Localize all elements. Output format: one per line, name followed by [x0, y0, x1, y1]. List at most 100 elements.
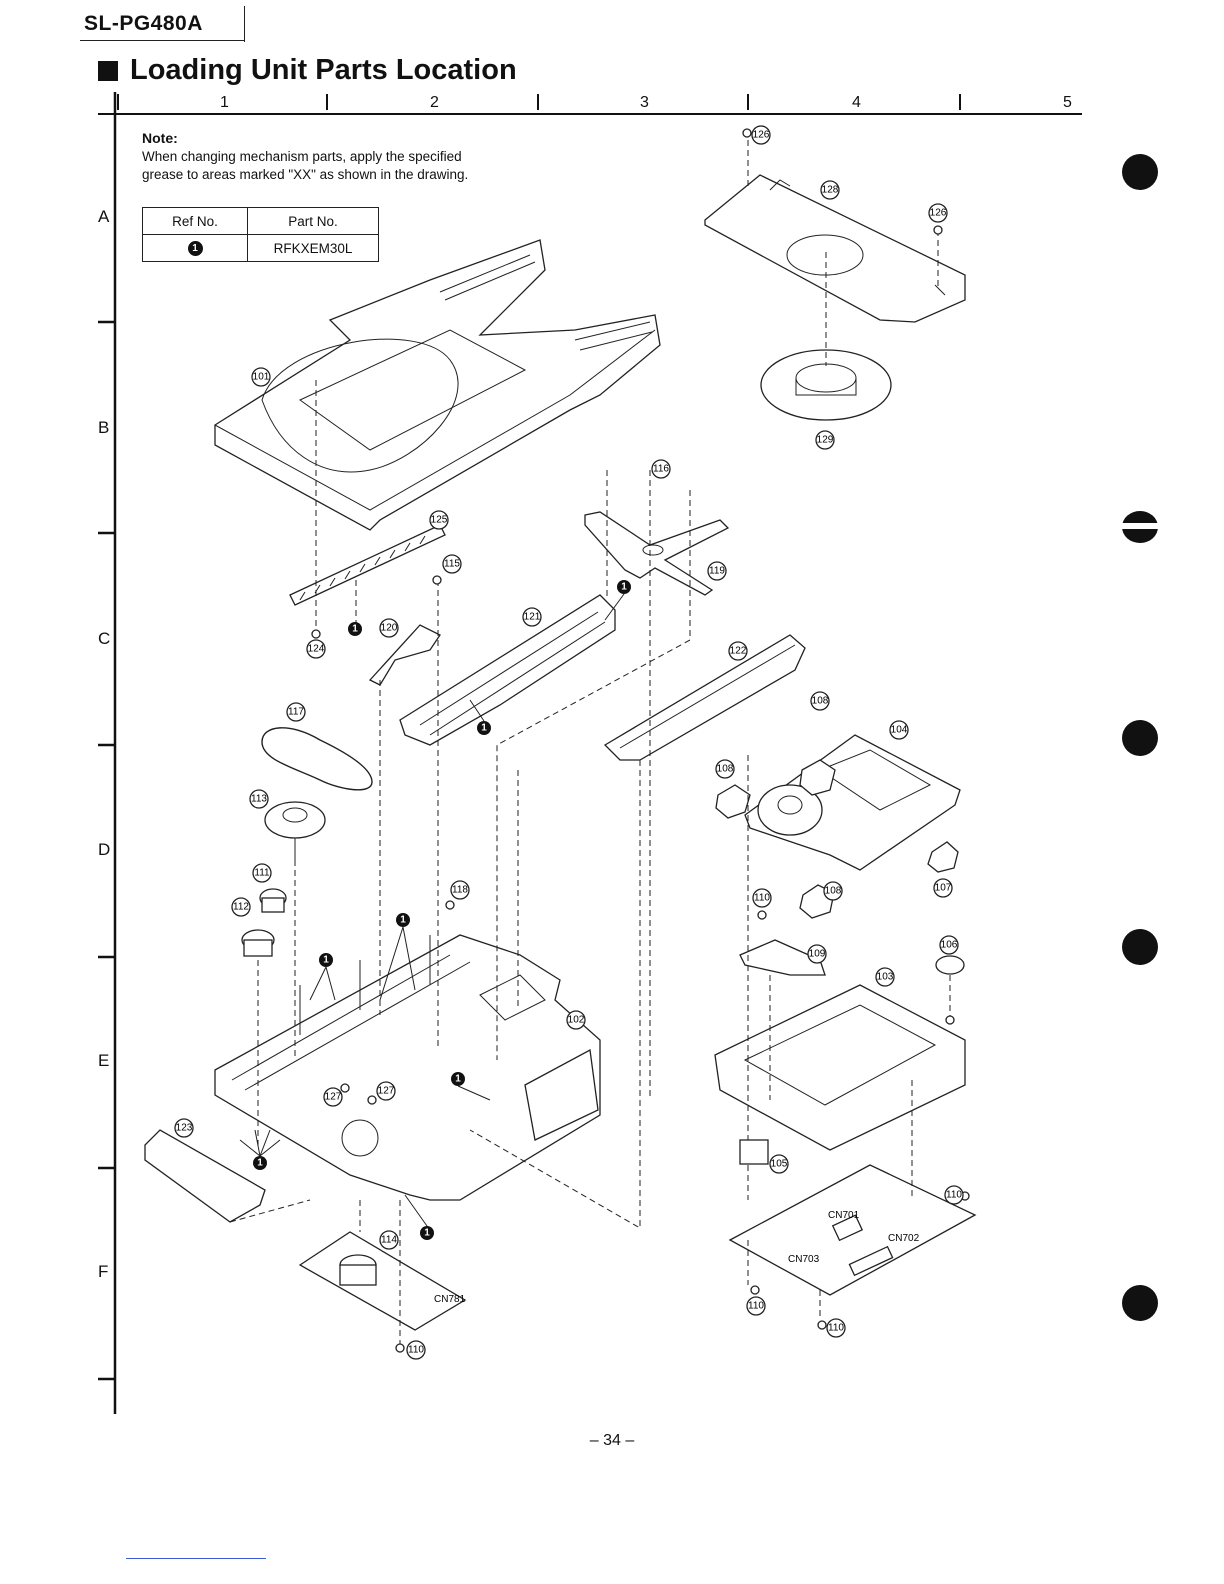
motor-pcb: [298, 1231, 467, 1331]
connector-cn702: CN702: [888, 1233, 920, 1244]
svg-text:110: 110: [754, 893, 770, 904]
svg-text:101: 101: [253, 372, 270, 383]
svg-text:1: 1: [323, 955, 329, 966]
part-label-119: 119: [707, 561, 727, 581]
part-label-101: 101: [251, 367, 271, 387]
main-pcb: [728, 1164, 977, 1296]
part-label-114: 114: [379, 1230, 399, 1250]
part-label-105: 105: [769, 1154, 789, 1174]
part-label-109: 109: [807, 944, 827, 964]
grease-note: Note: When changing mechanism parts, app…: [142, 129, 482, 185]
part-label-108: 108: [823, 881, 843, 901]
part-label-108: 108: [810, 691, 830, 711]
svg-text:104: 104: [891, 725, 908, 736]
svg-text:102: 102: [568, 1015, 585, 1026]
title-bullet-icon: [98, 60, 118, 81]
svg-text:108: 108: [812, 696, 829, 707]
grease-marker-icon: 1: [319, 953, 333, 967]
svg-text:110: 110: [748, 1301, 764, 1312]
svg-text:110: 110: [946, 1190, 962, 1201]
svg-text:127: 127: [325, 1092, 342, 1103]
part-label-112: 112: [231, 897, 251, 917]
flex-connector: [739, 1139, 769, 1165]
part-label-113: 113: [249, 789, 269, 809]
grid-column-3: 3: [640, 94, 649, 111]
header-divider: [244, 6, 245, 42]
drive-belt: [261, 727, 373, 791]
holder-bracket: [739, 939, 826, 976]
main-chassis: [214, 934, 601, 1201]
lever-arm: [584, 511, 730, 596]
traverse-rail: [603, 634, 806, 761]
grid-row-e: E: [98, 1051, 110, 1070]
svg-text:117: 117: [288, 707, 304, 718]
svg-text:128: 128: [822, 185, 839, 196]
svg-text:1: 1: [424, 1228, 430, 1239]
svg-text:110: 110: [408, 1345, 424, 1356]
grease-marker-icon: 1: [253, 1156, 267, 1170]
svg-text:111: 111: [254, 868, 270, 879]
grease-marker-icon: 1: [477, 721, 491, 735]
binder-holes: [1120, 154, 1160, 1321]
disc-tray: [214, 239, 661, 531]
connector-cn701: CN701: [828, 1210, 860, 1221]
grease-table: Ref No. Part No. 1 RFKXEM30L: [142, 207, 379, 262]
footer-rule: [126, 1558, 266, 1559]
part-label-111: 111: [252, 863, 272, 883]
part-label-106: 106: [939, 935, 959, 955]
part-label-121: 121: [522, 607, 542, 627]
connector-cn703: CN703: [788, 1254, 820, 1265]
slider-plate: [399, 594, 616, 746]
screws: [311, 128, 970, 1353]
svg-text:108: 108: [825, 886, 842, 897]
svg-text:109: 109: [809, 949, 826, 960]
svg-text:107: 107: [935, 883, 952, 894]
grid-frame: [98, 92, 1082, 1414]
svg-text:125: 125: [431, 515, 448, 526]
svg-text:124: 124: [308, 644, 325, 655]
assembly-lines: [229, 140, 951, 1345]
sub-chassis: [714, 984, 966, 1151]
grid-row-c: C: [98, 629, 111, 648]
pulley-gear: [264, 801, 326, 860]
note-heading: Note:: [142, 130, 178, 146]
part-no-header: Part No.: [247, 207, 379, 235]
grease-marker-icon: 1: [348, 622, 362, 636]
part-label-110: 110: [746, 1296, 766, 1316]
part-label-110: 110: [752, 888, 772, 908]
svg-text:106: 106: [941, 940, 958, 951]
part-label-129: 129: [815, 430, 835, 450]
svg-text:1: 1: [621, 582, 627, 593]
ref-no-header: Ref No.: [142, 207, 248, 235]
grid-row-f: F: [98, 1262, 109, 1281]
part-label-104: 104: [889, 720, 909, 740]
part-label-120: 120: [379, 618, 399, 638]
part-label-110: 110: [944, 1185, 964, 1205]
magnet-disc: [935, 955, 965, 975]
part-label-122: 122: [728, 641, 748, 661]
pickup-unit: [744, 734, 961, 871]
part-label-117: 117: [286, 702, 306, 722]
grease-table-header: Ref No. Part No.: [142, 207, 379, 235]
svg-text:115: 115: [444, 559, 460, 570]
svg-text:103: 103: [877, 972, 894, 983]
svg-text:105: 105: [771, 1159, 788, 1170]
svg-text:122: 122: [730, 646, 747, 657]
grid-column-1: 1: [220, 94, 229, 111]
connector-labels: CN701 CN702 CN703 CN781: [434, 1210, 920, 1305]
svg-text:114: 114: [381, 1235, 397, 1246]
page-title-text: Loading Unit Parts Location: [130, 54, 517, 86]
svg-text:121: 121: [524, 612, 541, 623]
part-label-102: 102: [566, 1010, 586, 1030]
svg-text:120: 120: [381, 623, 398, 634]
svg-text:1: 1: [481, 723, 487, 734]
part-label-124: 124: [306, 639, 326, 659]
model-number: SL-PG480A: [84, 12, 203, 35]
svg-text:112: 112: [233, 902, 249, 913]
part-no-cell: RFKXEM30L: [247, 234, 379, 262]
svg-text:1: 1: [352, 624, 358, 635]
part-callouts: 101 102 103 104 105 106 107 108 108 108 …: [174, 125, 964, 1360]
grease-marker-icon: 1: [617, 580, 631, 594]
grease-marker-icon: 1: [451, 1072, 465, 1086]
svg-text:110: 110: [828, 1323, 844, 1334]
